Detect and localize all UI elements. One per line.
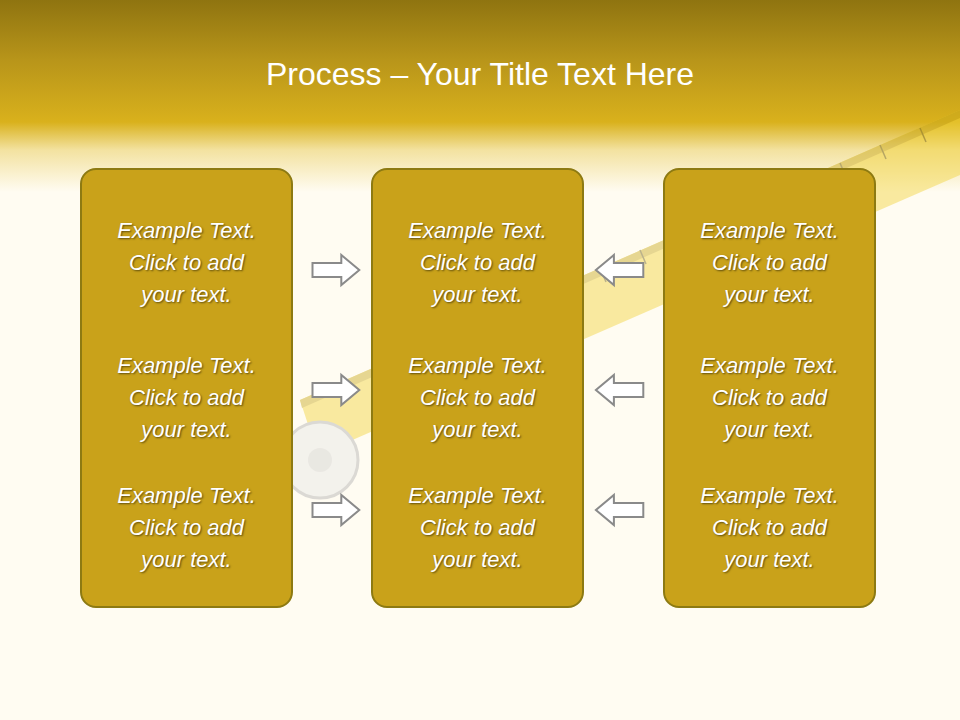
box-text: Example Text. Click to add your text. xyxy=(82,480,291,576)
box-text: Example Text. Click to add your text. xyxy=(373,350,582,446)
box-text: Example Text. Click to add your text. xyxy=(82,350,291,446)
box-text: Example Text. Click to add your text. xyxy=(665,480,874,576)
block-arrow xyxy=(313,495,360,525)
block-arrow xyxy=(313,375,360,405)
block-arrow xyxy=(596,255,643,285)
slide-title: Process – Your Title Text Here xyxy=(0,52,960,96)
box-text: Example Text. Click to add your text. xyxy=(665,215,874,311)
block-arrow xyxy=(596,495,643,525)
box-text: Example Text. Click to add your text. xyxy=(373,480,582,576)
process-box: Example Text. Click to add your text. Exa… xyxy=(80,168,293,608)
tape-case xyxy=(282,422,358,498)
process-box: Example Text. Click to add your text. Exa… xyxy=(663,168,876,608)
process-box: Example Text. Click to add your text. Exa… xyxy=(371,168,584,608)
block-arrow xyxy=(596,375,643,405)
header-band xyxy=(0,0,960,195)
box-text: Example Text. Click to add your text. xyxy=(665,350,874,446)
tape-hub xyxy=(308,448,332,472)
box-text: Example Text. Click to add your text. xyxy=(82,215,291,311)
box-text: Example Text. Click to add your text. xyxy=(373,215,582,311)
block-arrow xyxy=(313,255,360,285)
